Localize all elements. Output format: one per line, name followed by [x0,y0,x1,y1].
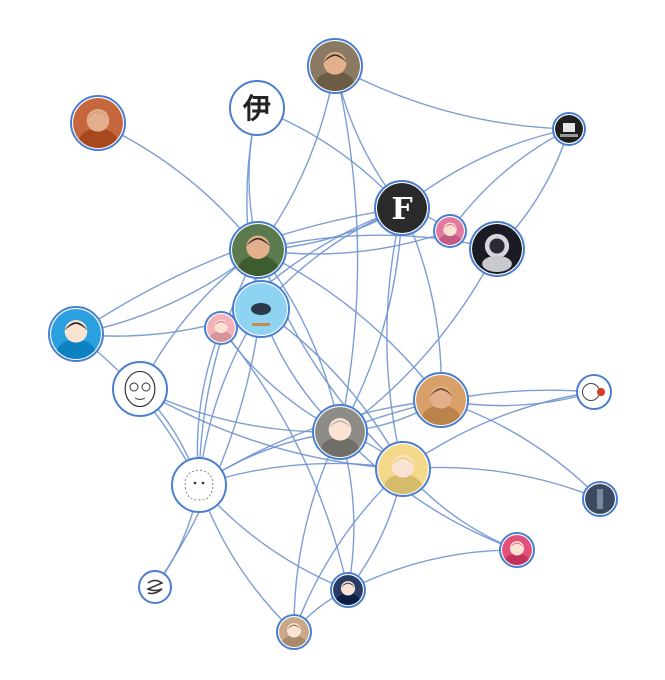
edge-smiling-man-gray-hair [257,249,341,433]
edge-bald-man-smiling-man [97,122,259,251]
node-astronaut[interactable] [469,221,525,277]
doodle-creature-avatar [174,460,224,510]
node-brown-anime[interactable] [276,614,312,651]
node-sketch-face[interactable] [112,361,168,417]
edge-desk-monochrome-pink-hair-small [449,128,570,232]
sketch-with-red-dot-avatar [579,377,609,407]
node-smiling-man[interactable] [229,221,287,281]
node-desk-monochrome[interactable] [552,112,586,146]
node-bald-man[interactable] [70,95,126,153]
node-glasses-man-top[interactable] [307,38,363,96]
stylized-f-logo-avatar: F [377,183,427,233]
spiral-sketch-avatar [141,573,169,601]
edge-smiling-man-hat-man [257,249,442,401]
night-scene-photo-avatar [585,484,615,514]
node-blonde-anime[interactable] [375,441,431,499]
edge-gray-hair-pink-hair-right [339,431,518,551]
edge-f-logo-gray-hair [339,207,403,433]
edge-blue-bird-spiral-sketch [154,308,262,588]
svg-text:伊: 伊 [242,92,271,125]
edge-glasses-man-top-desk-monochrome [334,65,570,130]
node-spiral-sketch[interactable] [138,570,172,604]
edge-hat-man-night-scene [440,399,601,500]
node-doodle-creature[interactable] [171,457,227,513]
node-pink-anime[interactable] [204,311,238,346]
node-pink-hair-small[interactable] [433,214,467,249]
node-dark-anime[interactable] [330,572,366,609]
blue-bird-illustration-avatar [235,283,287,335]
astronaut-photo-avatar [472,224,522,274]
edge-glasses-man-top-gray-hair [334,65,359,433]
edge-smiling-man-doodle-creature [198,249,259,486]
edge-sketch-face-blonde-anime [139,388,404,470]
edge-dark-anime-pink-hair-right [347,549,518,591]
kanji-logo-avatar: 伊 [232,83,282,133]
node-blue-bird[interactable] [232,280,290,338]
node-red-dot-sketch[interactable] [576,374,612,410]
node-kanji-logo[interactable]: 伊 [229,80,285,136]
edge-astronaut-smiling-man [257,234,498,251]
line-sketch-face-avatar [115,364,165,414]
node-night-scene[interactable] [582,481,618,517]
svg-text:F: F [391,192,412,227]
node-anime-boy-blue[interactable] [48,306,104,364]
node-gray-hair[interactable] [312,404,368,462]
node-pink-hair-right[interactable] [499,532,535,569]
node-f-logo[interactable]: F [374,180,430,236]
monochrome-desk-photo-avatar [555,115,583,143]
node-hat-man[interactable] [413,372,469,430]
nodes-layer: 伊F [48,38,618,651]
